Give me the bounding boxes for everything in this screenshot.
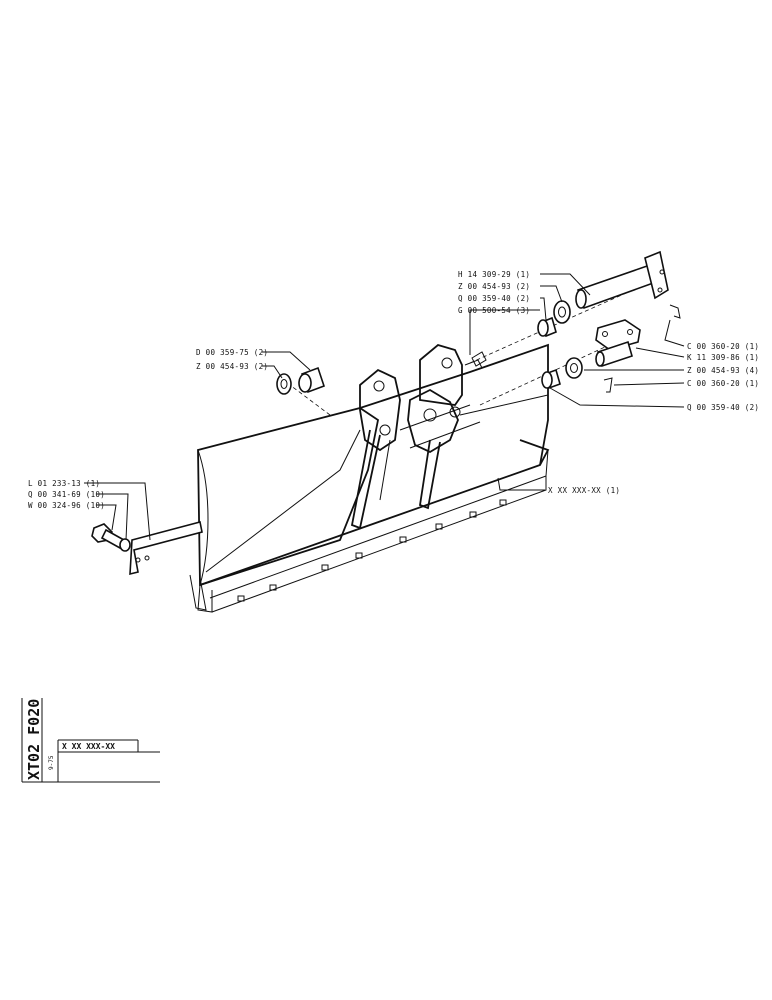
callout-l01: L 01 233-13 (1) <box>28 479 100 488</box>
cutting-edge-bolts <box>237 499 507 602</box>
washer-z00-top <box>553 300 571 324</box>
callout-labels: H 14 309-29 (1) Z 00 454-93 (2) Q 00 359… <box>28 270 759 510</box>
bushing-d00 <box>298 366 326 394</box>
callout-q00-a: Q 00 359-40 (2) <box>458 294 530 303</box>
callout-w00: W 00 324-96 (10) <box>28 501 105 510</box>
callout-g00: G 00 500-54 (3) <box>458 306 530 315</box>
callout-d00: D 00 359-75 (2) <box>196 348 268 357</box>
assembly-axes <box>131 279 656 549</box>
bolt-w00 <box>91 523 126 550</box>
plate-l01 <box>129 521 203 576</box>
callout-z00-c: Z 00 454-93 (4) <box>687 366 759 375</box>
callout-q00-b: Q 00 359-40 (2) <box>687 403 759 412</box>
bushing-q00-lower <box>541 368 561 390</box>
washer-z00-lower <box>565 357 583 379</box>
callout-c00-a: C 00 360-20 (1) <box>687 342 759 351</box>
callout-c00-b: C 00 360-20 (1) <box>687 379 759 388</box>
drawing-date: 9-75 <box>48 755 55 770</box>
part-reference: X XX XXX-XX <box>62 742 115 751</box>
grease-nipple-g00 <box>471 351 487 367</box>
callout-k11: K 11 309-86 (1) <box>687 353 759 362</box>
washer-z00-left <box>276 373 292 395</box>
clip-c00-top <box>669 304 681 319</box>
callout-q00-c: Q 00 341-69 (10) <box>28 490 105 499</box>
callout-z00-b: Z 00 454-93 (2) <box>196 362 268 371</box>
callout-main-part: X XX XXX-XX (1) <box>548 486 620 495</box>
pin-h14 <box>575 250 669 310</box>
callout-z00-a: Z 00 454-93 (2) <box>458 282 530 291</box>
callout-h14: H 14 309-29 (1) <box>458 270 530 279</box>
leader-lines <box>84 273 685 541</box>
nut-q00 <box>119 538 131 552</box>
split-pin-c00-lower <box>603 377 613 393</box>
pin-k11 <box>595 319 641 368</box>
bushing-q00-top <box>537 316 557 338</box>
title-block: XT02 F020 X XX XXX-XX 9-75 <box>21 698 160 783</box>
drawing-code: XT02 F020 <box>25 699 43 780</box>
dozer-blade <box>189 343 550 613</box>
